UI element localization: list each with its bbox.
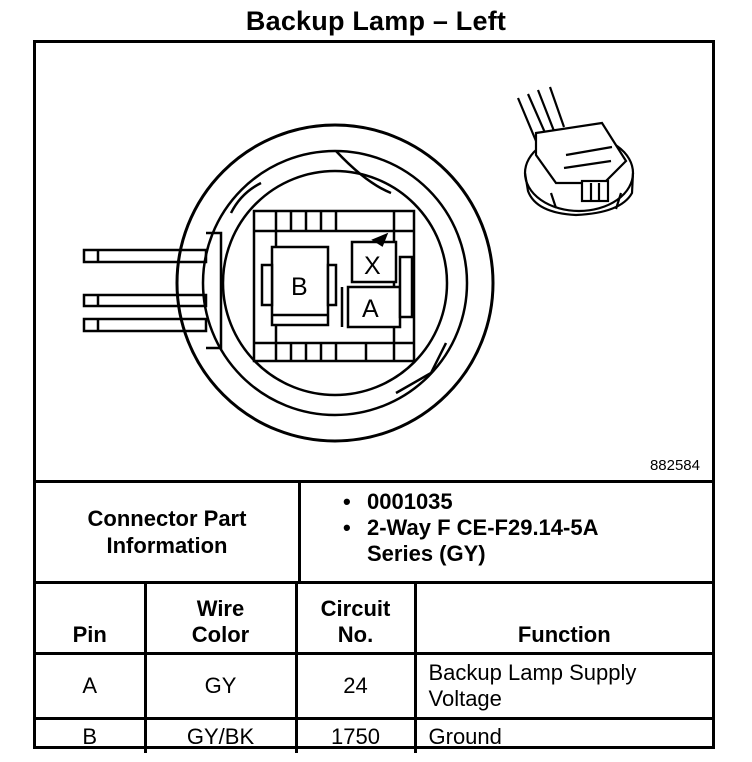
connector-part-info-list: 0001035 2-Way F CE-F29.14-5A Series (GY) [301,483,712,587]
header-wire-color: Wire Color [143,584,298,655]
header-wire-color-line2: Color [191,622,250,647]
cavity-b [260,245,338,327]
header-pin: Pin [36,584,147,655]
connector-drawing: B X A [82,86,635,443]
cell-function: Ground [413,717,712,753]
connector-housing [175,123,495,443]
header-function: Function [413,584,712,655]
header-circuit-line1: Circuit [320,596,391,621]
connector-diagram: B X A 882584 [36,43,712,483]
header-circuit-line2: No. [337,622,374,647]
cell-circuit: 1750 [294,717,417,753]
info-label-line2: Information [106,533,228,558]
info-item-part-number: 0001035 [301,489,712,515]
connector-sketch [516,86,635,217]
cavity-label-x: X [364,252,381,280]
pin-table: Pin Wire Color Circuit No. Function A GY… [36,584,712,753]
cell-wire-color: GY [143,652,298,720]
cavity-x [350,232,398,284]
pin-table-header: Pin Wire Color Circuit No. Function [36,584,712,655]
cell-function: Backup Lamp Supply Voltage [413,652,712,720]
info-label-line1: Connector Part [87,506,247,531]
cell-pin: A [36,652,147,720]
header-circuit: Circuit No. [294,584,417,655]
cavity-label-b: B [291,273,308,301]
header-wire-color-line1: Wire [196,596,245,621]
cavity-a [340,255,414,329]
cell-circuit: 24 [294,652,417,720]
wire-leads [82,248,208,333]
cavity-label-a: A [362,295,379,323]
cell-wire-color: GY/BK [143,717,298,753]
connector-sheet: B X A 882584 Connector Part Information [33,40,715,753]
table-row: B GY/BK 1750 Ground [36,717,712,753]
cell-pin: B [36,717,147,753]
figure-id: 882584 [649,457,700,474]
table-row: A GY 24 Backup Lamp Supply Voltage [36,652,712,720]
info-item-series: 2-Way F CE-F29.14-5A Series (GY) [301,515,712,567]
connector-part-info-label: Connector Part Information [36,483,301,581]
connector-part-info: Connector Part Information 0001035 2-Way… [36,483,712,584]
page-title: Backup Lamp – Left [245,6,507,36]
